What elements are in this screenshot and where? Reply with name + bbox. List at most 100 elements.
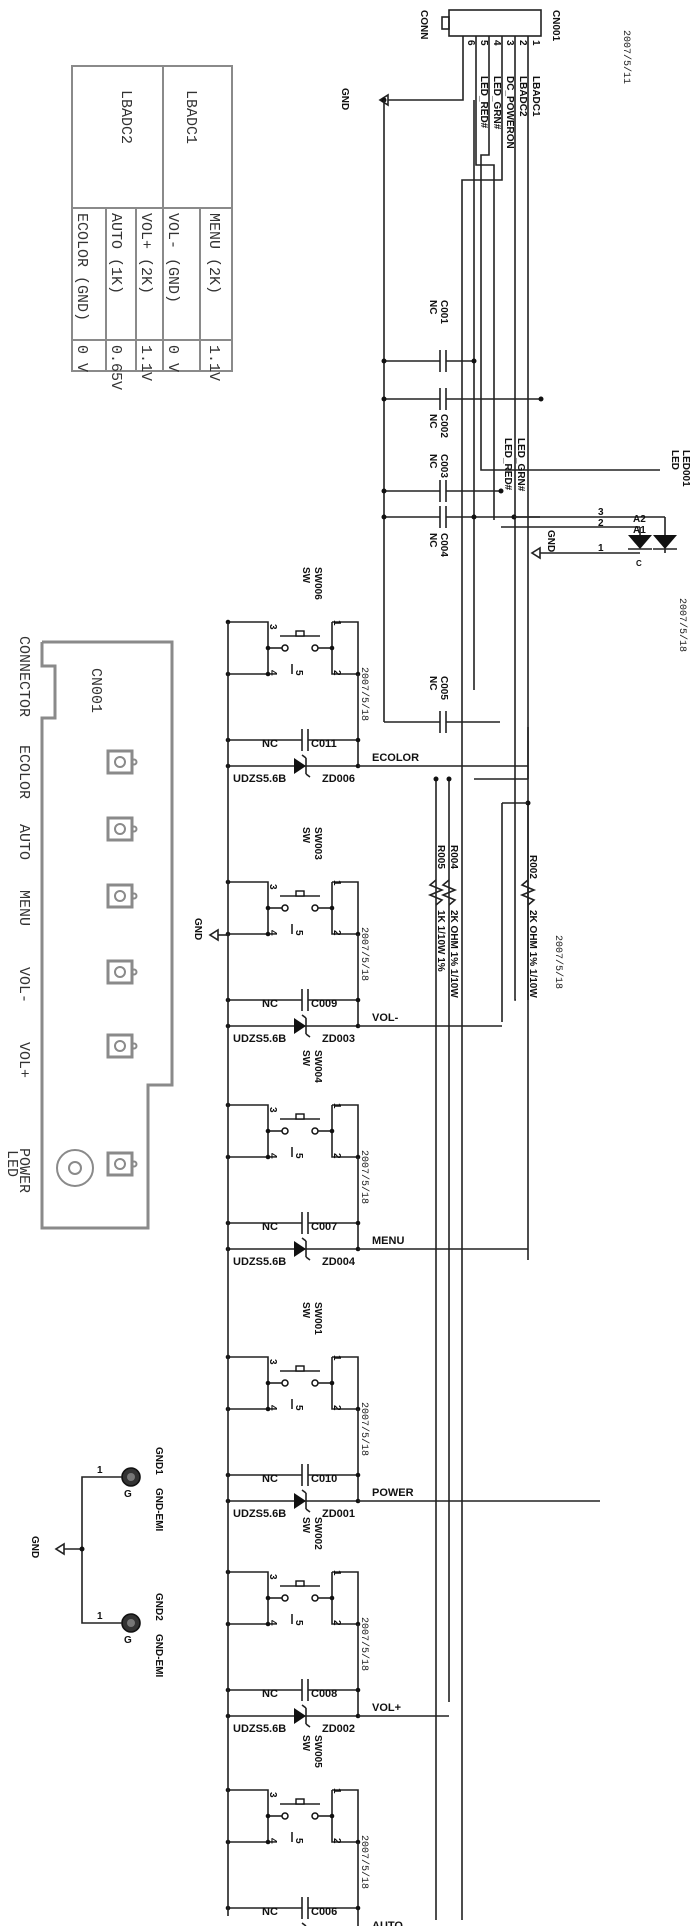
switch-block-auto: SW005SW345212007/5/18NCC006UDZS5.6BZD005…: [225, 1735, 403, 1926]
cap-ref: C009: [311, 998, 337, 1010]
switch-type: SW: [300, 1302, 311, 1319]
led-date: 2007/5/18: [676, 598, 688, 652]
net-label: AUTO: [372, 1920, 403, 1926]
led-net-grn: LED_GRN#: [515, 438, 526, 492]
switch-date: 2007/5/18: [358, 1402, 370, 1456]
led-pin-name: C: [636, 559, 642, 568]
connector-type: CONN: [418, 10, 429, 39]
led-pin: 2: [598, 518, 604, 529]
adc-group-lbadc1: LBADC1: [182, 90, 199, 144]
cap-ref: C004: [438, 533, 449, 557]
board-outline: CN001 CONNECTOR ECOLOR AUTO MENU VOL- VO…: [3, 636, 174, 1230]
switch-pin: 3: [267, 624, 278, 630]
switch-pin: 4: [267, 1405, 278, 1411]
cap-value: NC: [262, 1688, 278, 1700]
switch-date: 2007/5/18: [358, 927, 370, 981]
net-label: MENU: [372, 1235, 404, 1247]
pin-num: 1: [530, 40, 541, 46]
adc-key-volminus: VOL- (GND): [164, 213, 181, 303]
gnd2-g: G: [124, 1635, 132, 1646]
led-pin: 1: [598, 543, 604, 554]
gnd1-type: GND-EMI: [153, 1488, 164, 1532]
gnd1-ref: GND1: [153, 1447, 164, 1475]
adc-val-menu: 1.1V: [205, 345, 222, 381]
switch-gnd-label: GND: [192, 918, 203, 940]
adc-key-volplus: VOL+ (2K): [137, 213, 154, 294]
cap-ref: C002: [438, 414, 449, 438]
resistor-value: 1K 1/10W 1%: [435, 910, 446, 972]
gnd-emi-label: GND: [29, 1536, 40, 1558]
switch-pin: 2: [331, 1838, 342, 1844]
board-label-menu: MENU: [15, 890, 32, 926]
gnd-symbol: [208, 928, 219, 942]
switch-pin: 4: [267, 1153, 278, 1159]
switch-type: SW: [300, 827, 311, 844]
tact-button-icon: [106, 1033, 134, 1059]
switch-pin: 4: [267, 930, 278, 936]
adc-val-auto: 0.65V: [107, 345, 124, 390]
switch-pin: 4: [267, 1838, 278, 1844]
zener-part: UDZS5.6B: [233, 1723, 286, 1735]
switch-ref: SW004: [312, 1050, 323, 1083]
switch-pin: 5: [293, 930, 304, 936]
resistor-value: 2K OHM 1% 1/10W: [527, 910, 538, 998]
switch-type: SW: [300, 1735, 311, 1752]
cap-ref: C007: [311, 1221, 337, 1233]
switch-date: 2007/5/18: [358, 1835, 370, 1889]
zener-ref: ZD004: [322, 1256, 356, 1268]
switch-pin: 3: [267, 1359, 278, 1365]
net-label: VOL-: [372, 1012, 399, 1024]
gnd2-pin: 1: [97, 1611, 103, 1622]
switch-ref: SW005: [312, 1735, 323, 1768]
adc-key-auto: AUTO (1K): [107, 213, 124, 294]
net-label: VOL+: [372, 1702, 401, 1714]
cap-value: NC: [262, 1221, 278, 1233]
pin-net: LED_RED#: [478, 76, 489, 129]
cap-ref: C011: [311, 738, 337, 750]
adc-key-ecolor: ECOLOR (GND): [73, 213, 90, 321]
led-pin-name: A2: [633, 514, 646, 525]
led001: LED001 LED 2007/5/18 LED_GRN# LED_RED# 3…: [501, 438, 691, 652]
gnd2-ref: GND2: [153, 1593, 164, 1621]
cap-value: NC: [427, 533, 438, 547]
resistor-ref: R005: [435, 845, 446, 869]
switch-type: SW: [300, 1050, 311, 1067]
net-label: POWER: [372, 1487, 414, 1499]
adc-group-lbadc2: LBADC2: [117, 90, 134, 144]
switch-pin: 1: [331, 1355, 342, 1361]
cap-value: NC: [262, 998, 278, 1010]
pin-num: 2: [517, 40, 528, 46]
switch-pin: 3: [267, 1574, 278, 1580]
led-pin: 3: [598, 507, 604, 518]
switch-pin: 2: [331, 670, 342, 676]
pin-net: LBADC1: [530, 76, 541, 117]
zener-ref: ZD006: [322, 773, 355, 785]
switch-pin: 5: [293, 1838, 304, 1844]
board-label-volminus: VOL-: [15, 967, 32, 1003]
cap-ref: C008: [311, 1688, 337, 1700]
switch-pin: 4: [267, 1620, 278, 1626]
resistor-ref: R002: [527, 855, 538, 879]
switch-pin: 5: [293, 1405, 304, 1411]
switch-pin: 3: [267, 1107, 278, 1113]
cap-value: NC: [262, 738, 278, 750]
resistor-date: 2007/5/18: [552, 935, 564, 989]
switch-pin: 4: [267, 670, 278, 676]
tact-button-icon: [106, 959, 134, 985]
gnd-label: GND: [339, 88, 350, 110]
switch-pin: 2: [331, 930, 342, 936]
led-type: LED: [669, 450, 680, 470]
cap-value: NC: [427, 300, 438, 314]
switch-pin: 3: [267, 1792, 278, 1798]
board-connector-ref: CN001: [87, 668, 104, 713]
led-pin-name: A1: [633, 525, 646, 536]
board-label-volplus: VOL+: [15, 1042, 32, 1078]
net-label: ECOLOR: [372, 752, 419, 764]
pin-num: 5: [478, 40, 489, 46]
tact-button-icon: [106, 883, 134, 909]
gnd-emi: GND GND1 GND-EMI 1 G GND2 GND-EMI 1 G: [29, 1447, 164, 1678]
